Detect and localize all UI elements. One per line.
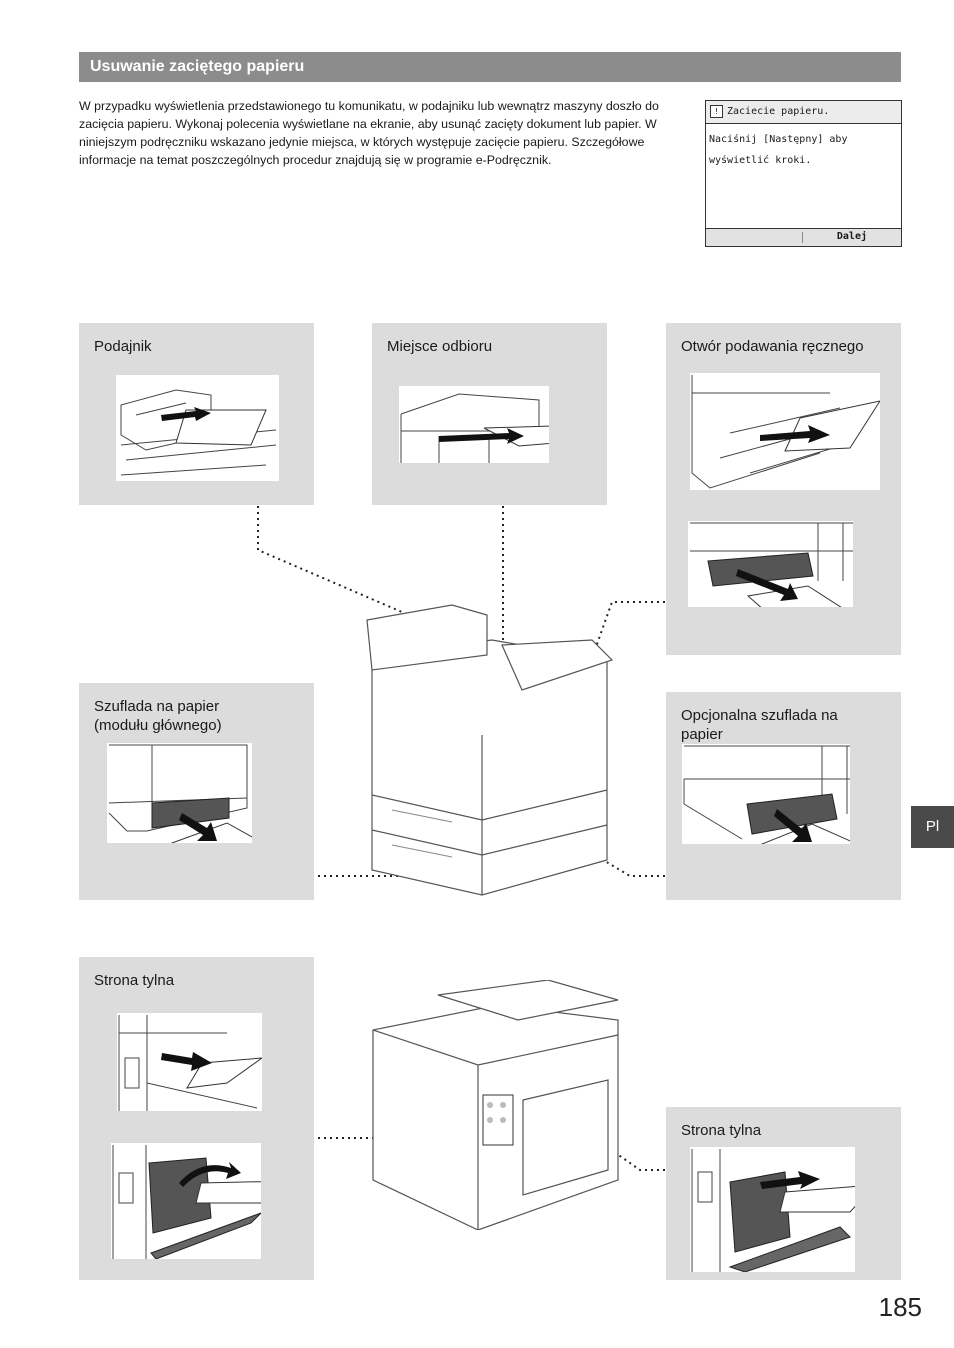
output-tray-illustration <box>399 386 549 463</box>
panel-label: Strona tylna <box>681 1122 762 1139</box>
optional-drawer-illustration <box>682 744 850 844</box>
lcd-next-button[interactable]: Dalej <box>836 231 867 242</box>
main-drawer-illustration <box>107 743 252 843</box>
lcd-line-1: Naciśnij [Następny] aby <box>709 134 848 145</box>
lcd-line-2: wyświetlić kroki. <box>709 155 812 166</box>
page-number: 185 <box>878 1292 922 1322</box>
adf-illustration <box>116 375 279 481</box>
section-title: Usuwanie zaciętego papieru <box>90 58 305 75</box>
section-header: Usuwanie zaciętego papieru <box>79 52 901 82</box>
lcd-screen: ! Zaciecie papieru. Naciśnij [Następny] a… <box>705 100 902 247</box>
leader-podajnik <box>257 506 433 626</box>
panel-szuflada: Szuflada na papier (modułu głównego) <box>79 683 314 900</box>
intro-paragraph: W przypadku wyświetlenia przedstawionego… <box>79 99 659 167</box>
manual-feed-illustration-2 <box>688 521 853 607</box>
manual-feed-illustration-1 <box>690 373 880 490</box>
language-label: Pl <box>925 818 940 835</box>
panel-strona-tylna-left: Strona tylna <box>79 957 314 1280</box>
label-line-1: Opcjonalna szuflada na <box>681 707 838 724</box>
panel-label: Otwór podawania ręcznego <box>681 338 864 355</box>
lcd-footer: Dalej <box>706 228 901 246</box>
panel-strona-tylna-right: Strona tylna <box>666 1107 901 1280</box>
printer-rear-illustration <box>368 979 630 1231</box>
printer-front-illustration <box>362 600 622 900</box>
panel-label: Miejsce odbioru <box>387 338 493 355</box>
panel-label: Opcjonalna szuflada na papier <box>681 706 838 744</box>
lcd-title: Zaciecie papieru. <box>727 106 830 117</box>
panel-label: Strona tylna <box>94 972 175 989</box>
panel-miejsce-odbioru: Miejsce odbioru <box>372 323 607 505</box>
lcd-title-bar: ! Zaciecie papieru. <box>706 101 901 124</box>
lcd-separator <box>802 232 803 243</box>
label-line-1: Szuflada na papier <box>94 698 220 715</box>
panel-label: Podajnik <box>94 338 152 355</box>
panel-opcjonalna-szuflada: Opcjonalna szuflada na papier <box>666 692 901 900</box>
rear-illustration-1 <box>117 1013 262 1111</box>
panel-label: Szuflada na papier (modułu głównego) <box>94 697 222 735</box>
panel-podajnik: Podajnik <box>79 323 314 505</box>
rear-illustration-2 <box>111 1143 261 1259</box>
label-line-2: (modułu głównego) <box>94 717 222 734</box>
rear-illustration-3 <box>690 1147 855 1272</box>
lcd-message: Naciśnij [Następny] aby wyświetlić kroki… <box>706 124 901 176</box>
language-tab: Pl <box>911 806 954 848</box>
warning-icon: ! <box>710 104 723 118</box>
panel-otwor-podawania: Otwór podawania ręcznego <box>666 323 901 655</box>
label-line-2: papier <box>681 726 723 743</box>
